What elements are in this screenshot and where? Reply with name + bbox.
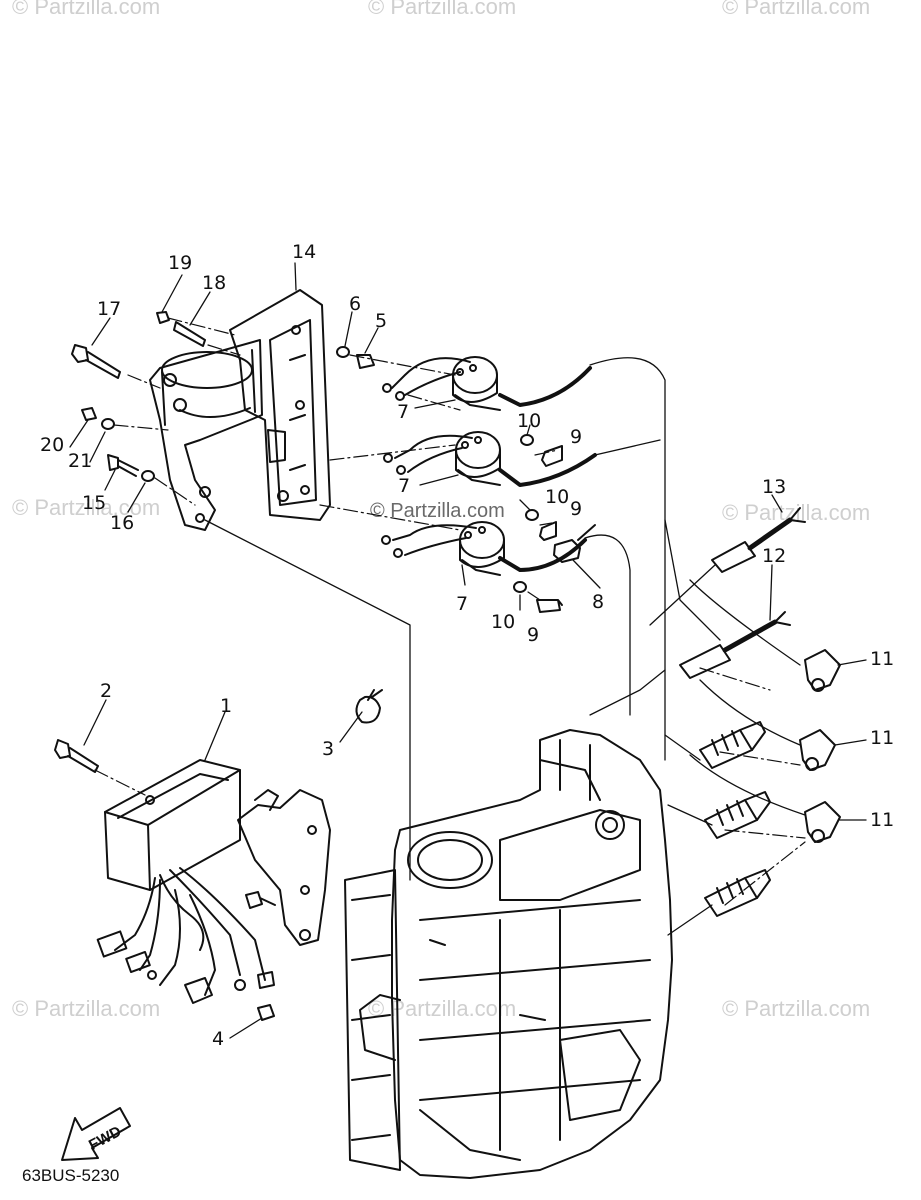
callout-10-bottom: 10 xyxy=(491,611,516,633)
callout-12: 12 xyxy=(762,545,787,567)
callout-7-bottom: 7 xyxy=(456,593,469,615)
ignition-coil-top xyxy=(382,356,592,411)
fwd-arrow-icon xyxy=(61,1107,131,1161)
engine-block xyxy=(344,729,673,1179)
callout-11-middle: 11 xyxy=(870,727,895,749)
nut-4 xyxy=(257,1004,275,1021)
coil-washers-bolts xyxy=(513,434,563,613)
ignition-coil-bracket xyxy=(229,289,331,521)
mount-bracket xyxy=(149,339,263,531)
washer-21 xyxy=(101,418,115,430)
guide-lines xyxy=(94,317,806,906)
ground-wire-13 xyxy=(711,507,806,573)
cdi-unit xyxy=(96,759,275,1004)
pulser-bracket xyxy=(237,789,331,946)
spark-plug-1 xyxy=(699,721,766,769)
bolt-18 xyxy=(173,321,206,347)
leader-lines-solid xyxy=(204,357,806,936)
spark-plug-3 xyxy=(704,869,771,917)
callout-16: 16 xyxy=(110,512,135,534)
watermark: © Partzilla.com xyxy=(12,0,161,19)
cdi-bolt xyxy=(54,739,99,773)
ignition-coil-middle xyxy=(383,431,597,487)
callout-3: 3 xyxy=(322,738,335,760)
callout-6: 6 xyxy=(349,293,362,315)
callout-9-top: 9 xyxy=(570,426,583,448)
nut-19 xyxy=(156,311,170,324)
callout-19: 19 xyxy=(168,252,193,274)
callout-10-middle: 10 xyxy=(545,486,570,508)
callout-8: 8 xyxy=(592,591,605,613)
callout-21: 21 xyxy=(68,450,93,472)
spark-plug-cap-1 xyxy=(804,649,841,692)
watermark: © Partzilla.com xyxy=(722,996,871,1021)
ignition-coil-bottom xyxy=(381,521,587,576)
callout-11-top: 11 xyxy=(870,648,895,670)
bolt-15 xyxy=(107,454,139,477)
callout-7-top: 7 xyxy=(397,401,410,423)
callout-15: 15 xyxy=(82,492,107,514)
watermark: © Partzilla.com xyxy=(12,996,161,1021)
callout-5: 5 xyxy=(375,310,388,332)
watermark: © Partzilla.com xyxy=(368,0,517,19)
callout-9-bottom: 9 xyxy=(527,624,540,646)
grommet xyxy=(553,524,596,563)
washer-bolt-top xyxy=(336,346,375,369)
spark-plug-cap-3 xyxy=(804,801,841,843)
washer-16 xyxy=(141,470,155,482)
callout-9-middle: 9 xyxy=(570,498,583,520)
ground-wire-12 xyxy=(679,611,791,679)
callout-10-top: 10 xyxy=(517,410,542,432)
diagram-code: 63BUS-5230 xyxy=(22,1166,120,1185)
callout-13: 13 xyxy=(762,476,787,498)
watermark-center: © Partzilla.com xyxy=(370,500,505,522)
callout-11-bottom: 11 xyxy=(870,809,895,831)
callout-17: 17 xyxy=(97,298,122,320)
bracket-bolt-17 xyxy=(71,344,121,379)
callout-4: 4 xyxy=(212,1028,225,1050)
wire-clamp xyxy=(355,689,383,724)
callout-leaders xyxy=(69,262,867,1039)
callout-18: 18 xyxy=(202,272,227,294)
callout-2: 2 xyxy=(100,680,113,702)
pulser-bolt xyxy=(245,891,276,909)
bolt-20 xyxy=(81,407,97,421)
callout-20: 20 xyxy=(40,434,65,456)
spark-plug-cap-2 xyxy=(799,729,836,771)
callout-1: 1 xyxy=(220,695,233,717)
callout-7-middle: 7 xyxy=(398,475,411,497)
callout-14: 14 xyxy=(292,241,317,263)
watermark: © Partzilla.com xyxy=(722,0,871,19)
